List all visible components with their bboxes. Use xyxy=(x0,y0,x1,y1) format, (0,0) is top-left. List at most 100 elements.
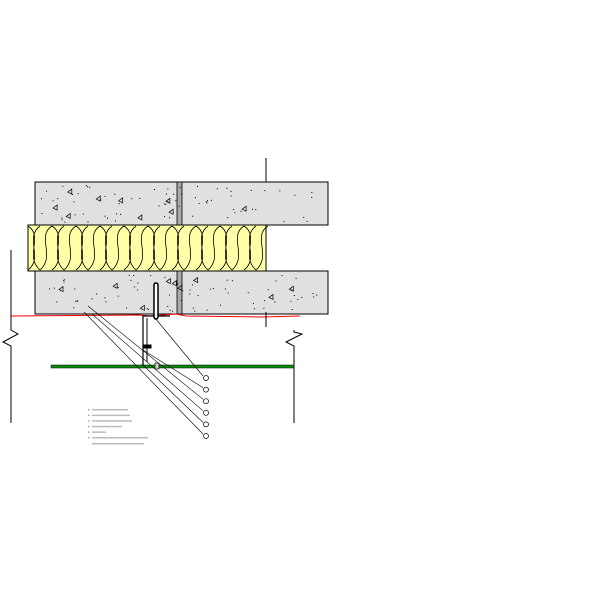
aggregate-dot xyxy=(169,309,171,311)
aggregate-dot xyxy=(173,193,175,195)
aggregate-dot xyxy=(192,307,194,309)
aggregate-dot xyxy=(194,197,196,199)
aggregate-dot xyxy=(77,300,79,302)
aggregate-dot xyxy=(64,221,66,223)
aggregate-dot xyxy=(293,295,295,297)
aggregate-dot xyxy=(252,208,254,210)
aggregate-dot xyxy=(104,297,106,299)
aggregate-triangle xyxy=(165,197,171,204)
aggregate-dot xyxy=(192,215,194,217)
aggregate-dot xyxy=(63,281,65,283)
aggregate-dot xyxy=(216,188,218,190)
joint-top xyxy=(176,181,183,226)
aggregate-dot xyxy=(206,309,208,311)
callout-marker xyxy=(203,398,209,405)
aggregate-dot xyxy=(57,198,59,200)
insulation-loops xyxy=(27,225,269,271)
aggregate-dot xyxy=(164,216,166,218)
aggregate-dot xyxy=(220,304,222,306)
aggregate-dot xyxy=(267,289,269,291)
aggregate-dot xyxy=(283,220,285,222)
aggregate-dot xyxy=(130,279,132,281)
leader-line xyxy=(83,311,204,435)
aggregate-dot xyxy=(178,205,180,207)
aggregate-dot xyxy=(128,274,130,276)
aggregate-triangle xyxy=(165,277,171,285)
aggregate-dot xyxy=(105,301,107,303)
aggregate-dot xyxy=(227,217,229,219)
aggregate-dot xyxy=(301,296,303,298)
aggregate-dot xyxy=(181,193,183,195)
aggregate-dot xyxy=(169,217,171,219)
aggregate-triangle xyxy=(67,188,73,195)
aggregate-dot xyxy=(85,185,87,187)
aggregate-dot xyxy=(62,185,64,187)
left-break-line xyxy=(1,250,20,423)
callout-marker xyxy=(203,409,209,416)
aggregate-dot xyxy=(77,193,79,195)
aggregate-dot xyxy=(234,212,236,214)
aggregate-dot xyxy=(279,190,281,192)
aggregate-dot xyxy=(297,299,299,301)
aggregate-dot xyxy=(212,288,214,290)
aggregate-dot xyxy=(169,294,171,296)
aggregate-dot xyxy=(291,309,293,311)
aggregate-dot xyxy=(114,193,116,195)
aggregate-dot xyxy=(180,300,182,302)
aggregate-dot xyxy=(224,288,226,290)
callout-marker xyxy=(203,433,209,439)
aggregate-dot xyxy=(274,301,276,303)
legend-number xyxy=(88,409,90,411)
aggregate-dot xyxy=(209,288,211,290)
aggregate-dot xyxy=(197,185,199,187)
aggregate-dot xyxy=(291,289,293,291)
aggregate-dot xyxy=(167,305,169,307)
aggregate-dot xyxy=(177,283,179,285)
aggregate-dot xyxy=(133,275,135,277)
aggregate-triangle xyxy=(118,197,124,204)
aggregate-dot xyxy=(306,220,308,222)
aggregate-dot xyxy=(150,275,152,277)
leader-line xyxy=(141,363,204,423)
aggregate-dot xyxy=(233,208,235,210)
aggregate-dot xyxy=(75,300,77,302)
aggregate-dot xyxy=(164,276,166,278)
legend-notes xyxy=(88,409,148,445)
aggregate-dot xyxy=(226,187,228,189)
legend-text xyxy=(92,414,130,417)
aggregate-dot xyxy=(206,200,208,202)
aggregate-triangle xyxy=(65,212,71,219)
aggregate-dot xyxy=(134,286,136,288)
aggregate-dot xyxy=(182,290,184,292)
ceiling-channel xyxy=(50,364,295,369)
legend-number xyxy=(88,425,90,428)
aggregate-dot xyxy=(45,190,47,192)
aggregate-dot xyxy=(247,292,249,294)
callout-marker xyxy=(203,386,209,393)
aggregate-triangle xyxy=(112,282,118,289)
leader-line xyxy=(154,317,204,377)
legend-number xyxy=(88,431,90,433)
aggregate-dot xyxy=(126,307,128,309)
aggregate-dot xyxy=(87,221,89,223)
aggregate-dot xyxy=(275,280,277,282)
aggregate-dot xyxy=(311,197,313,199)
aggregate-dot xyxy=(230,195,232,197)
aggregate-dot xyxy=(137,282,139,284)
aggregate-dot xyxy=(40,198,42,200)
aggregate-triangle xyxy=(241,205,247,212)
aggregate-triangle xyxy=(168,208,174,215)
aggregate-dot xyxy=(189,289,191,291)
legend-text xyxy=(92,420,132,422)
aggregate-triangle xyxy=(268,293,274,300)
aggregate-dot xyxy=(227,292,229,294)
channel-clip xyxy=(154,362,160,370)
aggregate-dot xyxy=(263,307,265,309)
aggregate-dot xyxy=(41,212,43,214)
aggregate-dot xyxy=(163,203,165,205)
aggregate-dot xyxy=(166,193,168,195)
aggregate-dot xyxy=(165,203,167,205)
aggregate-dot xyxy=(281,275,283,277)
